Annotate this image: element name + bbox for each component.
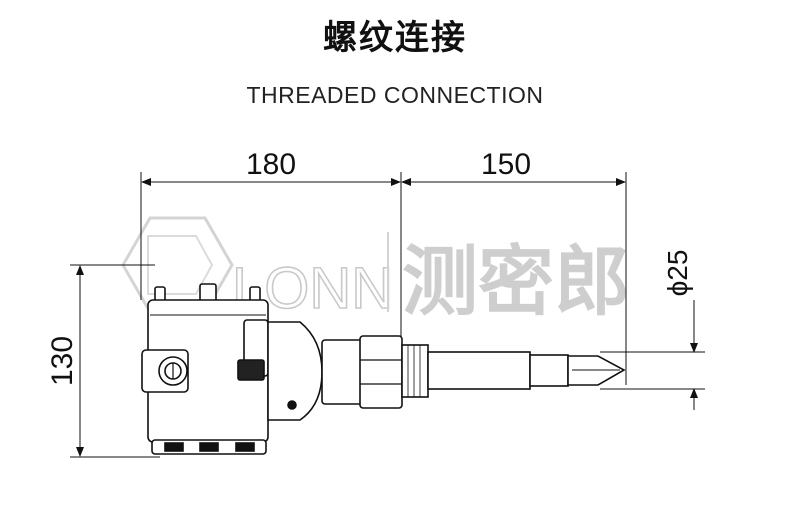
- watermark-chinese-text: 测密郎: [402, 237, 630, 326]
- dimension-probe-diameter: ϕ25: [600, 250, 705, 410]
- dimension-label-130: 130: [46, 336, 79, 386]
- dimension-body-length: 180: [140, 148, 402, 345]
- page-title-chinese: 螺纹连接: [323, 18, 467, 58]
- dimension-probe-length: 150: [401, 148, 627, 385]
- dimension-label-diameter: ϕ25: [662, 250, 693, 297]
- dimension-height: 130: [46, 264, 160, 458]
- dimension-label-150: 150: [481, 148, 531, 181]
- hex-nut: [359, 335, 403, 409]
- dimension-label-180: 180: [246, 148, 296, 181]
- page-title-english: THREADED CONNECTION: [246, 82, 544, 108]
- probe-shaft: [427, 351, 531, 390]
- transmitter-device: [141, 283, 626, 455]
